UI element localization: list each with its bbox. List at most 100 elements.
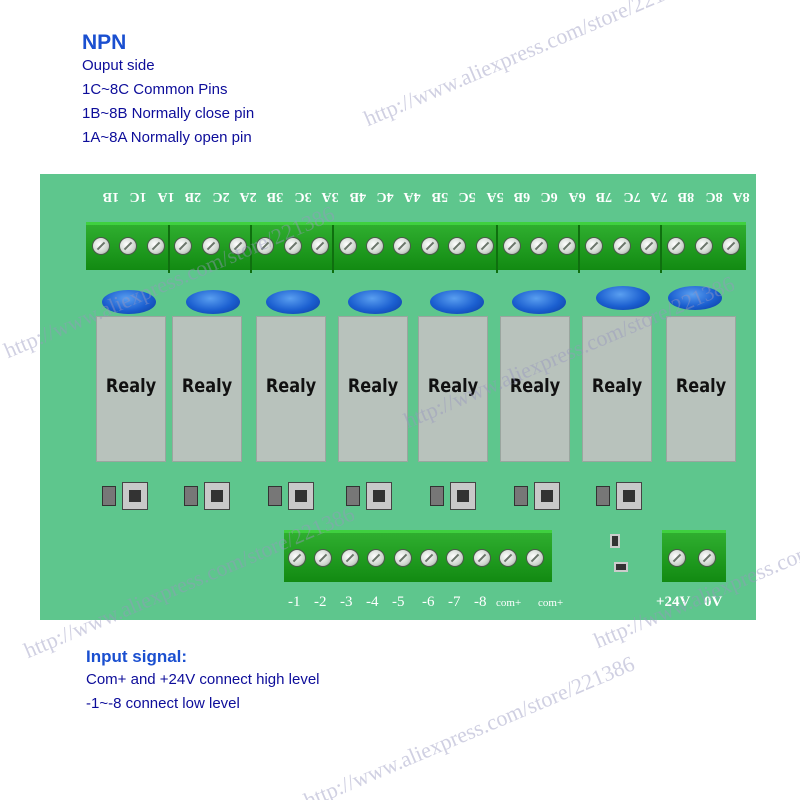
terminal-screw [283,237,302,255]
terminal-screw [314,549,333,567]
input-description: Input signal: Com+ and +24V connect high… [86,646,320,716]
capacitor [596,286,650,310]
terminal-screw [667,237,686,255]
terminal-screw [201,237,220,255]
power-label-24v: +24V [656,594,691,610]
terminal-screw [338,237,357,255]
relay-label: Realy [265,375,317,397]
power-label-0v: 0V [704,594,723,610]
pin-label-3b: 3B [267,189,284,204]
watermark: http://www.aliexpress.com/store/221386 [360,0,699,132]
terminal-screw [367,549,386,567]
terminal-divider [332,225,334,273]
pin-label-4c: 4C [376,189,394,204]
npn-title: NPN [82,31,127,54]
terminal-screw [668,549,686,567]
terminal-screw [530,237,549,255]
terminal-divider [660,225,662,273]
relay-label: Realy [427,375,479,397]
terminal-screw [340,549,359,567]
terminal-screw [229,237,247,255]
output-terminal-block [86,222,746,273]
terminal-divider [250,225,252,273]
pin-label-5a: 5A [486,189,504,204]
input-label: -4 [366,594,379,610]
capacitor [266,290,320,314]
capacitor [668,286,722,310]
pin-label-3c: 3C [294,189,312,204]
relay-label: Realy [509,375,561,397]
pin-label-7b: 7B [596,189,613,204]
pin-label-8a: 8A [732,189,750,204]
pin-label-8b: 8B [678,189,695,204]
output-description: NPN Ouput side 1C~8C Common Pins 1B~8B N… [82,32,254,150]
pin-label-6a: 6A [568,189,586,204]
led-chip [614,562,628,572]
input-label: -3 [340,594,353,610]
smd-component [184,482,230,510]
input-label: -2 [314,594,327,610]
smd-component [514,482,560,510]
relay-label: Realy [591,375,643,397]
relay: Realy [338,316,408,462]
relay-label: Realy [347,375,399,397]
input-signal-title: Input signal: [86,647,188,666]
terminal-screw [420,237,439,255]
watermark: http://www.aliexpress.com/store/221386 [300,650,639,800]
capacitor [512,290,566,314]
input-label: -7 [448,594,461,610]
pin-label-4a: 4A [403,189,421,204]
terminal-screw [722,237,741,255]
terminal-screw [174,237,193,255]
common-pins-line: 1C~8C Common Pins [82,81,228,98]
input-label: -6 [422,594,435,610]
relay-label: Realy [105,375,157,397]
terminal-screw [92,237,110,255]
input-label: -1 [288,594,301,610]
smd-component [102,482,148,510]
terminal-screw [585,237,604,255]
terminal-divider [578,225,580,273]
input-label: -8 [474,594,487,610]
capacitor [186,290,240,314]
power-terminal-block [662,530,726,582]
terminal-screw [503,237,521,255]
pin-label-1a: 1A [157,189,175,204]
resistor-chip [610,534,620,548]
smd-component [596,482,642,510]
terminal-screw [288,549,306,567]
relay: Realy [418,316,488,462]
terminal-screw [472,549,491,567]
smd-component [430,482,476,510]
pin-label-1b: 1B [102,189,120,204]
pin-label-5c: 5C [458,189,476,204]
terminal-screw [446,549,465,567]
capacitor [102,290,156,314]
terminal-screw [420,549,438,567]
terminal-screw [256,237,275,255]
relay-label: Realy [181,375,233,397]
relay: Realy [172,316,242,462]
high-level-line: Com+ and +24V connect high level [86,671,320,688]
terminal-screw [393,237,412,255]
pin-label-2a: 2A [239,189,257,204]
pin-label-6c: 6C [540,189,558,204]
relay: Realy [96,316,166,462]
output-side-line: Ouput side [82,57,155,74]
normally-open-line: 1A~8A Normally open pin [82,129,252,146]
relay: Realy [666,316,736,462]
pin-label-7c: 7C [623,189,641,204]
terminal-screw [557,237,576,255]
normally-close-line: 1B~8B Normally close pin [82,105,255,122]
terminal-screw [698,549,716,567]
pin-label-7a: 7A [650,189,668,204]
relay: Realy [582,316,652,462]
terminal-screw [525,549,544,567]
capacitor [348,290,402,314]
terminal-screw [119,237,138,255]
terminal-screw [146,237,165,255]
terminal-screw [448,237,467,255]
relay: Realy [256,316,326,462]
terminal-screw [393,549,412,567]
